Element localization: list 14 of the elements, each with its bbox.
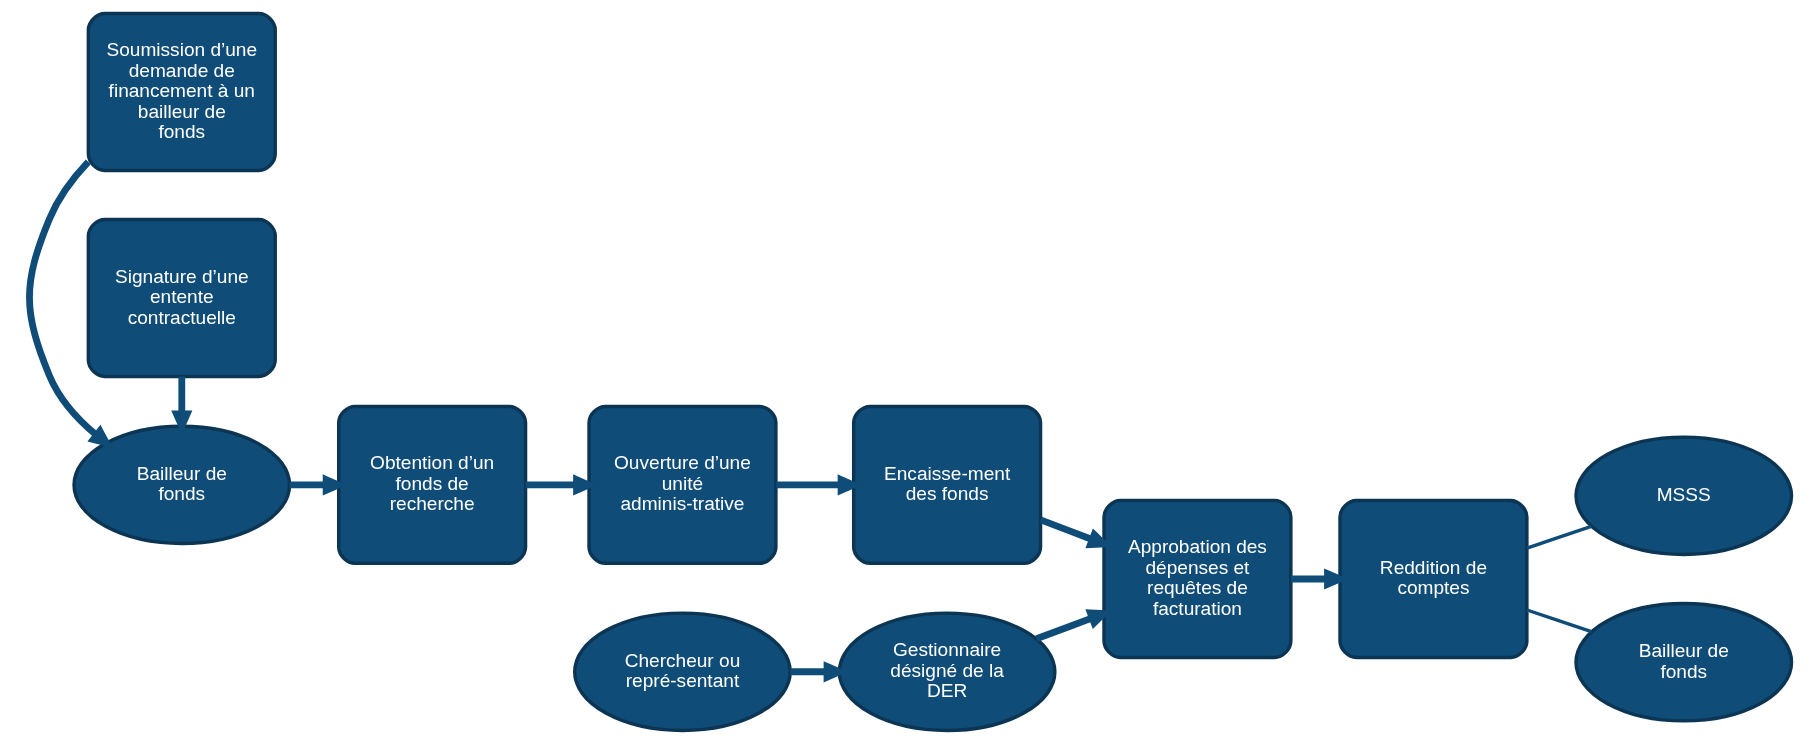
- node-box: Encaisse-ment des fonds: [851, 404, 1042, 566]
- node-ellipse: Chercheur ou repré-sentant: [572, 611, 792, 733]
- node-box: Obtention d’un fonds de recherche: [336, 404, 527, 566]
- node-box: Approbation des dépenses et requêtes de facturation: [1101, 498, 1293, 660]
- node-box: Reddition de comptes: [1337, 498, 1529, 660]
- node-ellipse: Bailleur de fonds: [1573, 601, 1793, 723]
- node-ellipse: Gestionnaire désigné de la DER: [837, 611, 1057, 733]
- node-box: Signature d’une entente contractuelle: [86, 217, 277, 379]
- node-box: Soumission d’une demande de financement à un bailleur de fonds: [86, 11, 277, 173]
- node-ellipse: MSSS: [1573, 435, 1793, 557]
- node-box: Ouverture d’une unité adminis-trative: [586, 404, 778, 566]
- connector: [1525, 608, 1592, 634]
- arrow: [25, 159, 113, 449]
- connector: [1525, 524, 1592, 550]
